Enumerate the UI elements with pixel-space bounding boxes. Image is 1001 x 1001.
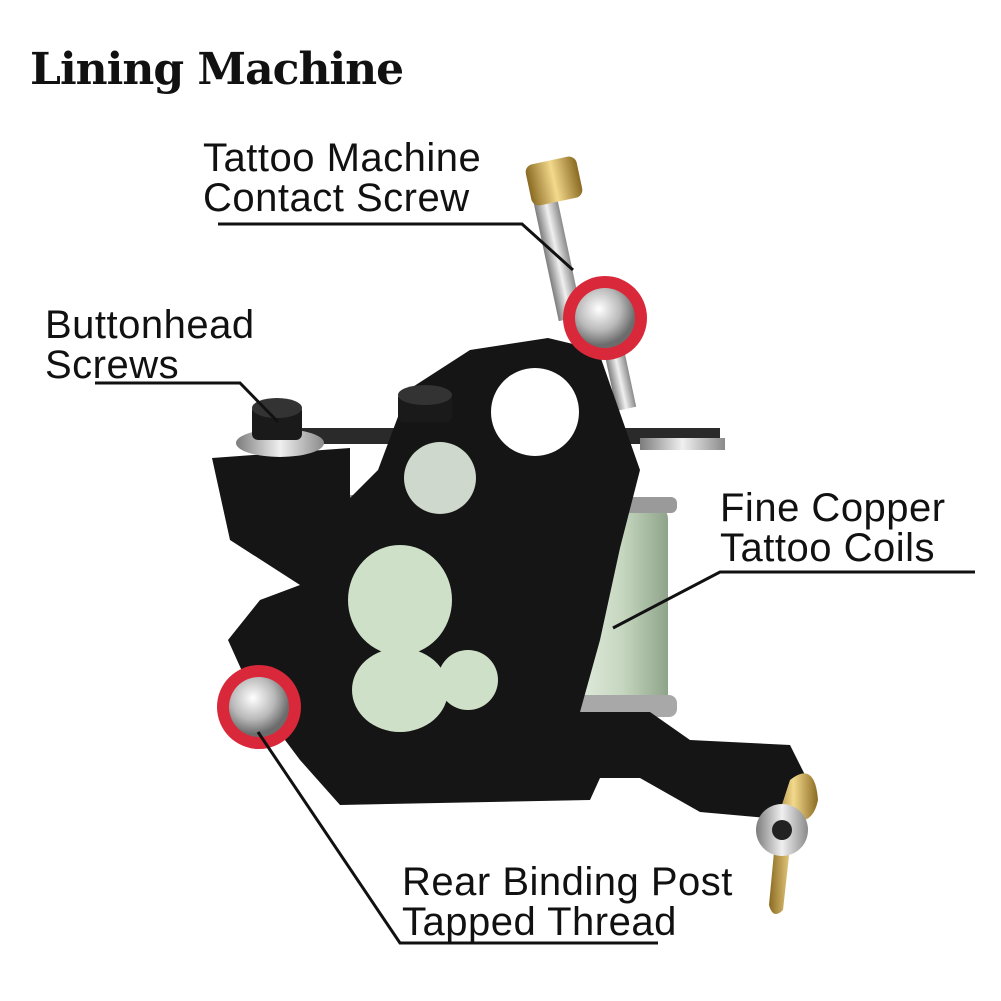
top-post-washer — [563, 276, 647, 360]
buttonhead-screw-right — [398, 385, 452, 422]
machine-frame — [212, 338, 805, 820]
rear-post-washer — [217, 665, 301, 749]
buttonhead-screw-left — [236, 398, 324, 457]
copper-coils-label: Fine Copper Tattoo Coils — [720, 488, 946, 568]
callout-line-binding-post — [256, 731, 658, 945]
contact-screw-label-line2: Contact Screw — [203, 176, 470, 220]
callout-lines — [95, 222, 975, 945]
binding-post-label-line2: Tapped Thread — [402, 900, 677, 944]
binding-post-label: Rear Binding Post Tapped Thread — [402, 862, 733, 942]
copper-coils-label-line2: Tattoo Coils — [720, 526, 935, 570]
callout-line-copper-coils — [612, 570, 975, 630]
callout-line-contact-screw — [218, 222, 575, 272]
binding-post — [756, 773, 818, 914]
binding-post-label-line1: Rear Binding Post — [402, 860, 733, 904]
buttonhead-screws-label-line1: Buttonhead — [45, 303, 255, 347]
contact-screw-label: Tattoo Machine Contact Screw — [203, 138, 481, 218]
buttonhead-screws-label: Buttonhead Screws — [45, 305, 255, 385]
buttonhead-screws-label-line2: Screws — [45, 343, 180, 387]
contact-screw-label-line1: Tattoo Machine — [203, 136, 482, 180]
callout-line-buttonhead-screws — [95, 381, 280, 424]
page-title: Lining Machine — [30, 44, 404, 95]
copper-coils-label-line1: Fine Copper — [720, 486, 946, 530]
